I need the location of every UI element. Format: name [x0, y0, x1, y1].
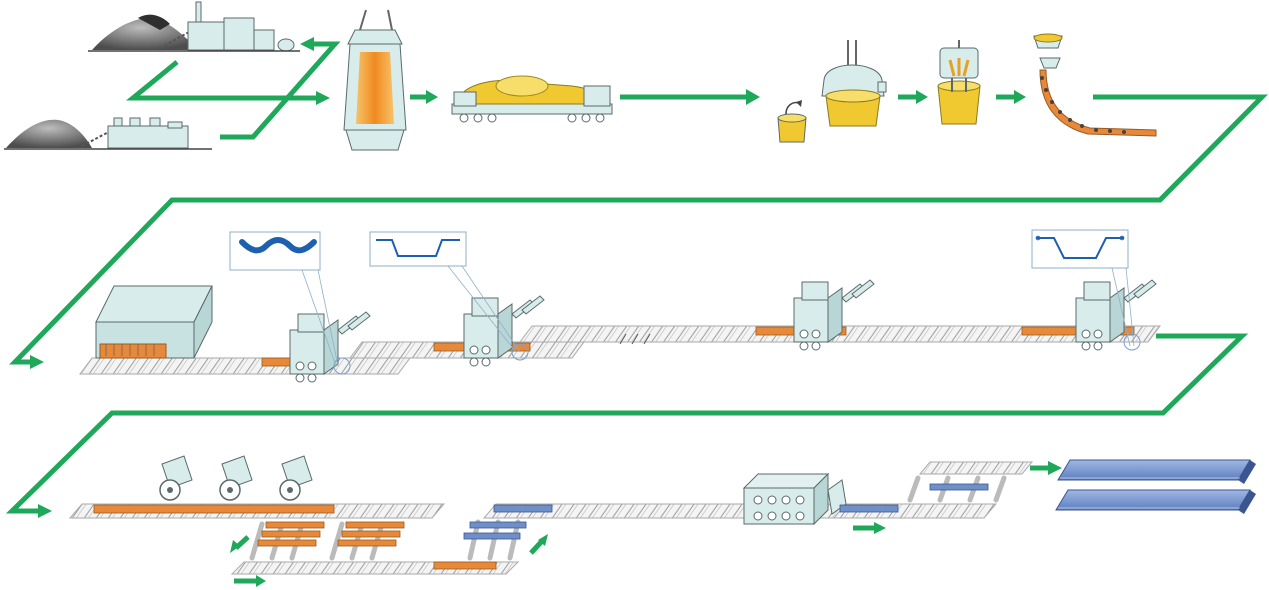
w-profile-icon [239, 237, 317, 254]
converter-ladle-icon [777, 100, 807, 143]
ore-pile-icon [92, 18, 190, 50]
torpedo-car-icon [451, 75, 613, 123]
degassing-icon [937, 40, 981, 125]
u-profile-icon [376, 239, 460, 257]
hat-profile-icon [1036, 237, 1124, 259]
roller-table-row3 [68, 461, 1034, 575]
dashed-markers [619, 333, 651, 345]
profile-callout-finishing [1031, 229, 1135, 347]
sinter-plant-icon [187, 1, 295, 52]
rolling-stand-finishing [1075, 279, 1157, 351]
saw-blade-icon [279, 455, 313, 501]
flow-arrow-raw-lower [220, 41, 341, 140]
reheating-furnace-icon [95, 285, 213, 359]
coal-pile-icon [6, 119, 92, 148]
cooled-bars-transfer [463, 504, 553, 561]
flow-arrow-loop-1 [9, 94, 1268, 365]
flow-arrow-loop-2 [5, 333, 1249, 514]
flow-arrow-raw-upper [125, 60, 318, 101]
straightener-icon [742, 472, 847, 526]
saw-blade-icon [159, 455, 193, 501]
blast-furnace-icon [343, 9, 407, 151]
raw-materials-lower [4, 117, 212, 150]
roller-table-row2 [79, 325, 1161, 375]
saw-blade-icon [219, 455, 253, 501]
flow-arrows [5, 41, 1268, 584]
straightened-bars [839, 475, 1007, 513]
refining-vessel-icon [821, 40, 887, 127]
hot-saws [159, 455, 313, 501]
coke-plant-icon [107, 117, 189, 149]
rolling-stand-roughing [289, 311, 371, 383]
raw-materials-upper [88, 1, 300, 52]
hot-bar-row3 [93, 504, 335, 514]
profile-callout-intermediate [369, 231, 521, 353]
conveyor-line [159, 25, 201, 49]
sheet-pile-product-icon [1055, 459, 1256, 514]
continuous-caster-icon [1033, 33, 1157, 137]
rolling-stand-intermediate [463, 295, 545, 367]
cooling-bed-icon [249, 521, 497, 570]
rolling-stand-universal [793, 279, 875, 351]
profile-callout-roughing [229, 231, 339, 367]
flow-arrowheads [30, 37, 1062, 587]
